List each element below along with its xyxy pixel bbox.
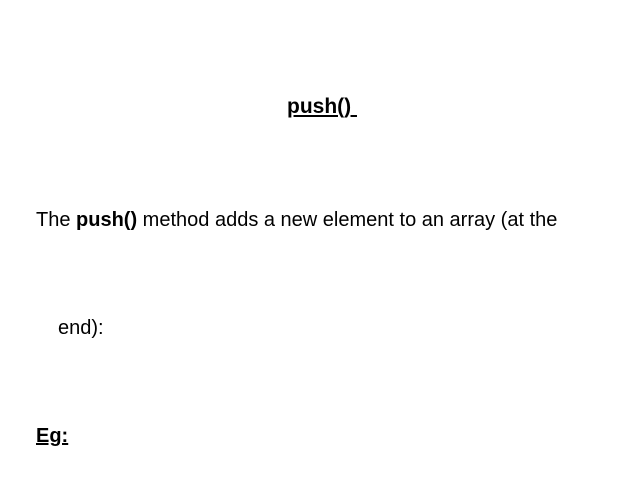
slide-title-text: push() [287,95,357,118]
description: The push() method adds a new element to … [36,207,608,234]
description-continuation: end): [58,317,104,339]
description-pre: The [36,209,77,231]
push-keyword: push() [76,209,138,231]
description-post: method adds a new element to an array (a… [137,209,558,231]
example-label-line: Eg: [36,423,608,450]
example-label: Eg: [36,425,69,447]
slide-title: push() [36,93,608,120]
